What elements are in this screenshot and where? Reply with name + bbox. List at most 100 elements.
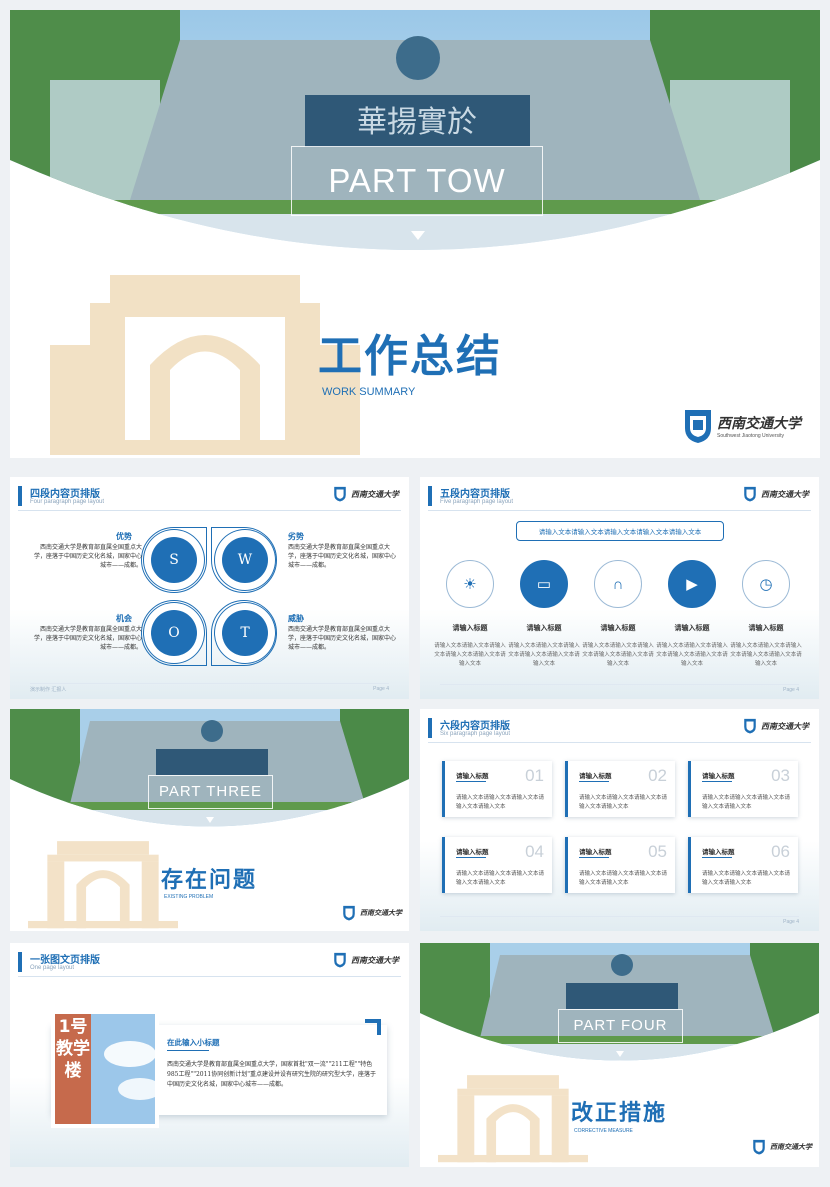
university-crest-icon bbox=[753, 1139, 765, 1155]
card-number: 06 bbox=[771, 842, 790, 861]
item-title: 请输入标题 bbox=[600, 624, 636, 632]
item-text: 请输入文本请输入文本请输入文本请输入文本请输入文本请输入文本 bbox=[434, 643, 506, 667]
heading-rule bbox=[167, 1050, 209, 1051]
swot-text-s: 西南交通大学是教育部直属全国重点大学，座落于中国历史文化名城，国家中心城市——成… bbox=[33, 544, 142, 569]
gate-illustration bbox=[50, 275, 360, 455]
university-crest-icon bbox=[685, 410, 711, 443]
lightbulb-icon: ☀ bbox=[446, 560, 494, 608]
footer-page: Page 4 bbox=[783, 919, 799, 925]
header-bar bbox=[428, 486, 432, 506]
swot-label-t: 威胁 bbox=[288, 614, 304, 623]
header-divider bbox=[428, 742, 811, 743]
footer-page: Page 4 bbox=[783, 687, 799, 693]
slide-title: 四段内容页排版 bbox=[30, 489, 100, 500]
banner-text: 華揚實於 bbox=[357, 105, 477, 140]
laptop-icon: ▭ bbox=[520, 560, 568, 608]
swot-s-circle: S bbox=[151, 537, 197, 583]
card-rule bbox=[702, 781, 732, 782]
university-logo: 西南交通大学 Southwest Jiaotong University bbox=[683, 408, 801, 444]
cover-subtitle: WORK SUMMARY bbox=[322, 386, 416, 398]
slide-subtitle: Six paragraph page layout bbox=[440, 731, 511, 737]
item-title: 请输入标题 bbox=[452, 624, 488, 632]
footer-left: 演示制作 汇报人 bbox=[30, 687, 67, 693]
university-logo: 西南交通大学 bbox=[752, 1139, 812, 1155]
part-label: PART TOW bbox=[291, 146, 543, 216]
section-title: 存在问题 bbox=[161, 868, 258, 893]
card-title: 请输入标题 bbox=[456, 848, 489, 856]
item-title: 请输入标题 bbox=[674, 624, 710, 632]
card-title: 请输入标题 bbox=[702, 848, 735, 856]
university-crest-icon bbox=[334, 952, 346, 968]
section-title: 改正措施 bbox=[571, 1101, 668, 1126]
logo-subtext: Southwest Jiaotong University bbox=[717, 433, 784, 439]
card-title: 请输入标题 bbox=[579, 772, 612, 780]
card-number: 02 bbox=[648, 766, 667, 785]
card-text: 请输入文本请输入文本请输入文本请输入文本请输入文本 bbox=[702, 795, 791, 810]
header-divider bbox=[18, 976, 401, 977]
headphones-icon: ∩ bbox=[594, 560, 642, 608]
building-sign: 1号教学楼 bbox=[55, 1014, 91, 1124]
slide-footer: 演示制作 汇报人 Page 4 bbox=[30, 683, 389, 693]
card-title: 请输入标题 bbox=[456, 772, 489, 780]
swot-w-circle: W bbox=[222, 537, 268, 583]
card-rule bbox=[456, 781, 486, 782]
section-subtitle: EXISTING PROBLEM bbox=[164, 894, 214, 900]
down-arrow-icon bbox=[206, 817, 214, 823]
card-number: 05 bbox=[648, 842, 667, 861]
card-text: 请输入文本请输入文本请输入文本请输入文本请输入文本 bbox=[702, 871, 791, 886]
header-divider bbox=[428, 510, 811, 511]
university-logo: 西南交通大学 bbox=[333, 952, 399, 968]
item-text: 请输入文本请输入文本请输入文本请输入文本请输入文本请输入文本 bbox=[730, 643, 802, 667]
building-photo: 1号教学楼 bbox=[55, 1014, 155, 1124]
slide-subtitle: Five paragraph page layout bbox=[440, 499, 514, 505]
item-text: 请输入文本请输入文本请输入文本请输入文本请输入文本请输入文本 bbox=[656, 643, 728, 667]
card-number: 03 bbox=[771, 766, 790, 785]
six-paragraph-slide: 六段内容页排版 Six paragraph page layout 西南交通大学… bbox=[420, 709, 819, 931]
university-logo: 西南交通大学 bbox=[342, 905, 402, 921]
swot-petal-t bbox=[211, 600, 277, 666]
university-crest-icon bbox=[744, 718, 756, 734]
swot-text-w: 西南交通大学是教育部直属全国重点大学，座落于中国历史文化名城，国家中心城市——成… bbox=[288, 544, 397, 569]
part-four-slide: PART FOUR 改正措施 CORRECTIVE MEASURE 西南交通大学 bbox=[420, 943, 819, 1167]
section-subtitle: CORRECTIVE MEASURE bbox=[574, 1128, 633, 1134]
gate-illustration bbox=[28, 841, 178, 929]
content-card: 请输入标题 01 请输入文本请输入文本请输入文本请输入文本请输入文本 bbox=[442, 761, 552, 817]
item-title: 请输入标题 bbox=[526, 624, 562, 632]
slide-subtitle: One page layout bbox=[30, 965, 75, 971]
logo-text: 西南交通大学 bbox=[761, 488, 809, 499]
gate-illustration bbox=[438, 1075, 588, 1163]
swot-t-circle: T bbox=[222, 610, 268, 656]
slide-subtitle: Four paragraph page layout bbox=[30, 499, 105, 505]
part-label: PART THREE bbox=[148, 775, 273, 809]
campus-photo bbox=[10, 709, 409, 831]
content-card: 请输入标题 03 请输入文本请输入文本请输入文本请输入文本请输入文本 bbox=[688, 761, 798, 817]
slide-footer: Page 4 bbox=[440, 916, 799, 925]
swot-slide: 四段内容页排版 Four paragraph page layout 西南交通大… bbox=[10, 477, 409, 699]
logo-text: 西南交通大学 bbox=[351, 488, 399, 499]
item-title: 请输入标题 bbox=[748, 624, 784, 632]
card-text: 请输入文本请输入文本请输入文本请输入文本请输入文本 bbox=[456, 795, 545, 810]
content-card: 请输入标题 06 请输入文本请输入文本请输入文本请输入文本请输入文本 bbox=[688, 837, 798, 893]
university-logo: 西南交通大学 bbox=[743, 486, 809, 502]
logo-text: 西南交通大学 bbox=[770, 1142, 812, 1151]
swot-text-t: 西南交通大学是教育部直属全国重点大学，座落于中国历史文化名城，国家中心城市——成… bbox=[288, 626, 397, 651]
slide-title: 一张图文页排版 bbox=[30, 955, 100, 966]
swot-label-w: 劣势 bbox=[288, 532, 304, 541]
logo-text: 西南交通大学 bbox=[360, 908, 402, 917]
logo-text: 西南交通大学 bbox=[717, 416, 801, 432]
content-card: 请输入标题 05 请输入文本请输入文本请输入文本请输入文本请输入文本 bbox=[565, 837, 675, 893]
swot-label-s: 优势 bbox=[116, 532, 132, 541]
header-bar bbox=[428, 718, 432, 738]
logo-text: 西南交通大学 bbox=[351, 954, 399, 965]
background-photo bbox=[10, 609, 409, 699]
university-crest-icon bbox=[334, 486, 346, 502]
header-divider bbox=[18, 510, 401, 511]
alarm-clock-icon: ◷ bbox=[742, 560, 790, 608]
university-logo: 西南交通大学 bbox=[333, 486, 399, 502]
header-bar bbox=[18, 952, 22, 972]
swot-petal-s bbox=[141, 527, 207, 593]
down-arrow-icon bbox=[616, 1051, 624, 1057]
card-number: 01 bbox=[525, 766, 544, 785]
down-arrow-icon bbox=[411, 231, 425, 240]
university-logo: 西南交通大学 bbox=[743, 718, 809, 734]
